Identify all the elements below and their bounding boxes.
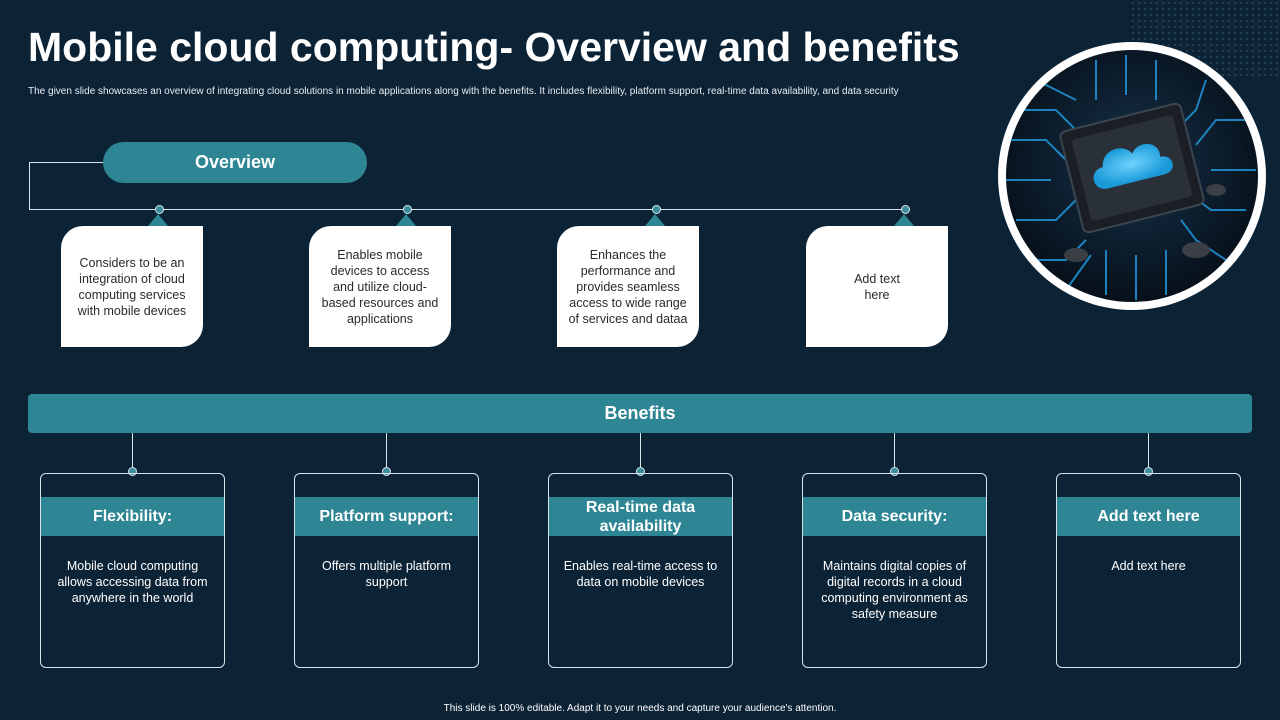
benefits-label: Benefits bbox=[28, 394, 1252, 433]
benefit-node-dot bbox=[636, 467, 645, 476]
benefit-body: Mobile cloud computing allows accessing … bbox=[57, 559, 208, 605]
benefit-body: Offers multiple platform support bbox=[322, 559, 451, 589]
overview-node-dot bbox=[901, 205, 910, 214]
overview-card-text: Enables mobile devices to access and uti… bbox=[321, 247, 439, 326]
overview-connector-vertical bbox=[29, 162, 30, 210]
footer-note: This slide is 100% editable. Adapt it to… bbox=[443, 703, 837, 714]
benefit-connector bbox=[386, 433, 387, 473]
benefit-body: Enables real-time access to data on mobi… bbox=[563, 559, 718, 589]
overview-card: Considers to be an integration of cloud … bbox=[61, 226, 203, 347]
overview-label: Overview bbox=[103, 142, 367, 183]
overview-pointer bbox=[894, 214, 914, 226]
overview-connector-horizontal bbox=[29, 209, 907, 210]
benefit-card-flexibility: Flexibility: Mobile cloud computing allo… bbox=[40, 473, 225, 668]
overview-card-text: Add text here bbox=[854, 271, 900, 302]
overview-card: Add text here bbox=[806, 226, 948, 347]
page-title: Mobile cloud computing- Overview and ben… bbox=[28, 24, 960, 70]
overview-card-text: Considers to be an integration of cloud … bbox=[77, 255, 187, 318]
benefit-card-platform-support: Platform support: Offers multiple platfo… bbox=[294, 473, 479, 668]
cloud-chip-icon bbox=[1006, 50, 1258, 302]
benefit-node-dot bbox=[1144, 467, 1153, 476]
benefit-node-dot bbox=[128, 467, 137, 476]
benefit-connector bbox=[894, 433, 895, 473]
overview-pointer bbox=[148, 214, 168, 226]
benefit-heading: Flexibility: bbox=[41, 497, 224, 536]
benefit-body: Add text here bbox=[1111, 559, 1186, 573]
benefit-connector bbox=[132, 433, 133, 473]
overview-card-text: Enhances the performance and provides se… bbox=[568, 247, 688, 326]
overview-pointer bbox=[645, 214, 665, 226]
benefit-card-add-text: Add text here Add text here bbox=[1056, 473, 1241, 668]
benefit-heading: Add text here bbox=[1057, 497, 1240, 536]
benefit-node-dot bbox=[382, 467, 391, 476]
benefit-card-real-time-data: Real-time data availability Enables real… bbox=[548, 473, 733, 668]
cloud-chip-image bbox=[998, 42, 1266, 310]
benefit-connector bbox=[640, 433, 641, 473]
overview-node-dot bbox=[155, 205, 164, 214]
overview-node-dot bbox=[403, 205, 412, 214]
benefit-node-dot bbox=[890, 467, 899, 476]
page-subtitle: The given slide showcases an overview of… bbox=[28, 86, 899, 97]
benefit-body: Maintains digital copies of digital reco… bbox=[821, 559, 968, 621]
benefit-connector bbox=[1148, 433, 1149, 473]
overview-pointer bbox=[396, 214, 416, 226]
benefit-heading: Platform support: bbox=[295, 497, 478, 536]
benefit-card-data-security: Data security: Maintains digital copies … bbox=[802, 473, 987, 668]
overview-card: Enhances the performance and provides se… bbox=[557, 226, 699, 347]
overview-card: Enables mobile devices to access and uti… bbox=[309, 226, 451, 347]
benefit-heading: Real-time data availability bbox=[549, 497, 732, 536]
overview-connector-top bbox=[29, 162, 103, 163]
benefit-heading: Data security: bbox=[803, 497, 986, 536]
overview-node-dot bbox=[652, 205, 661, 214]
